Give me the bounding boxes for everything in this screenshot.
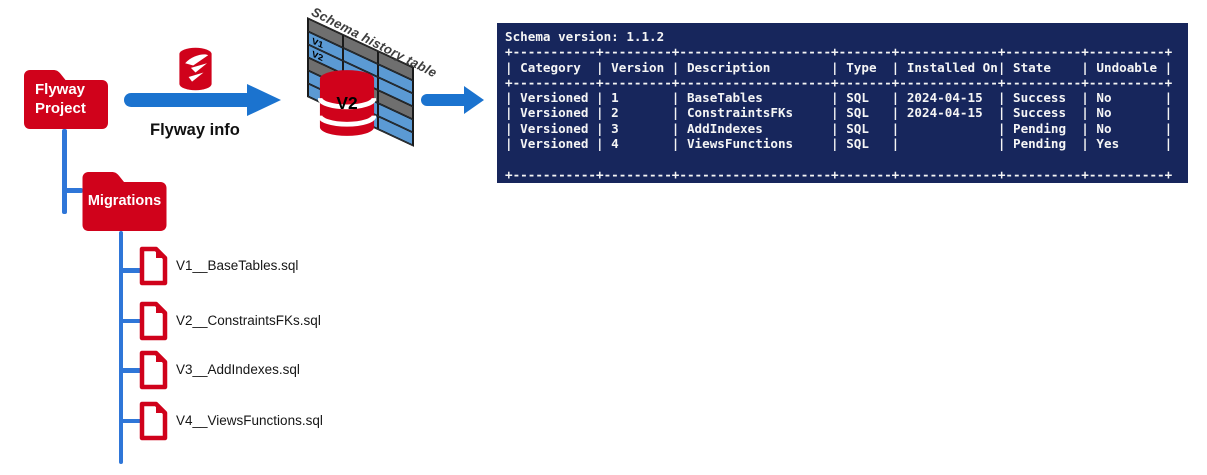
sql-file-icon: [139, 301, 168, 341]
terminal-line-blank: [505, 151, 1188, 166]
flyway-project-folder: Flyway Project: [24, 64, 108, 130]
tree-tick-v4: [118, 418, 142, 423]
flyway-info-label: Flyway info: [150, 121, 240, 139]
file-name: V4__ViewsFunctions.sql: [176, 413, 323, 428]
flyway-logo-icon: [179, 47, 212, 91]
file-name: V3__AddIndexes.sql: [176, 362, 300, 377]
terminal-line-separator: +-----------+---------+-----------------…: [505, 74, 1173, 90]
terminal-line-separator: +-----------+---------+-----------------…: [505, 166, 1173, 182]
migration-file-item: V2__ConstraintsFKs.sql: [138, 300, 458, 342]
migration-file-item: V3__AddIndexes.sql: [138, 349, 458, 391]
migrations-folder-label: Migrations: [87, 193, 162, 209]
terminal-line-row-2: | Versioned | 2 | ConstraintsFKs | SQL |…: [505, 105, 1173, 121]
terminal-line-separator: +-----------+---------+-----------------…: [505, 44, 1173, 60]
terminal-line-row-4: | Versioned | 4 | ViewsFunctions | SQL |…: [505, 136, 1173, 152]
tree-tick-v2: [118, 318, 142, 323]
folder-icon: [24, 70, 108, 129]
terminal-line-header: | Category | Version | Description | Typ…: [505, 59, 1173, 75]
db-cylinder-icon: V2: [318, 70, 376, 136]
tree-line-migrations: [118, 231, 123, 464]
tree-branch-migrations: [62, 188, 83, 193]
migrations-folder: Migrations: [82, 166, 167, 232]
terminal-line-schema-version: Schema version: 1.1.2: [505, 29, 665, 44]
sql-file-icon: [139, 246, 168, 286]
sql-file-icon: [139, 401, 168, 441]
flyway-info-arrow-icon: [124, 84, 281, 116]
sql-file-icon: [139, 350, 168, 390]
project-folder-label: Flyway Project: [35, 80, 86, 118]
folder-icon: [82, 172, 167, 231]
migration-file-item: V4__ViewsFunctions.sql: [138, 400, 458, 442]
arrow-to-terminal-icon: [421, 86, 484, 114]
file-name: V1__BaseTables.sql: [176, 258, 299, 273]
migration-file-item: V1__BaseTables.sql: [138, 245, 458, 287]
db-version-label: V2: [336, 93, 357, 113]
project-folder-label-line2: Project: [35, 100, 86, 117]
tree-tick-v3: [118, 368, 142, 373]
project-folder-label-line1: Flyway: [35, 81, 86, 98]
terminal-line-row-3: | Versioned | 3 | AddIndexes | SQL | | P…: [505, 120, 1173, 136]
file-name: V2__ConstraintsFKs.sql: [176, 313, 321, 328]
terminal-line-row-1: | Versioned | 1 | BaseTables | SQL | 202…: [505, 90, 1173, 106]
tree-tick-v1: [118, 268, 142, 273]
tree-line-project: [62, 129, 67, 214]
terminal-window: Schema version: 1.1.2 +-----------+-----…: [497, 23, 1188, 183]
